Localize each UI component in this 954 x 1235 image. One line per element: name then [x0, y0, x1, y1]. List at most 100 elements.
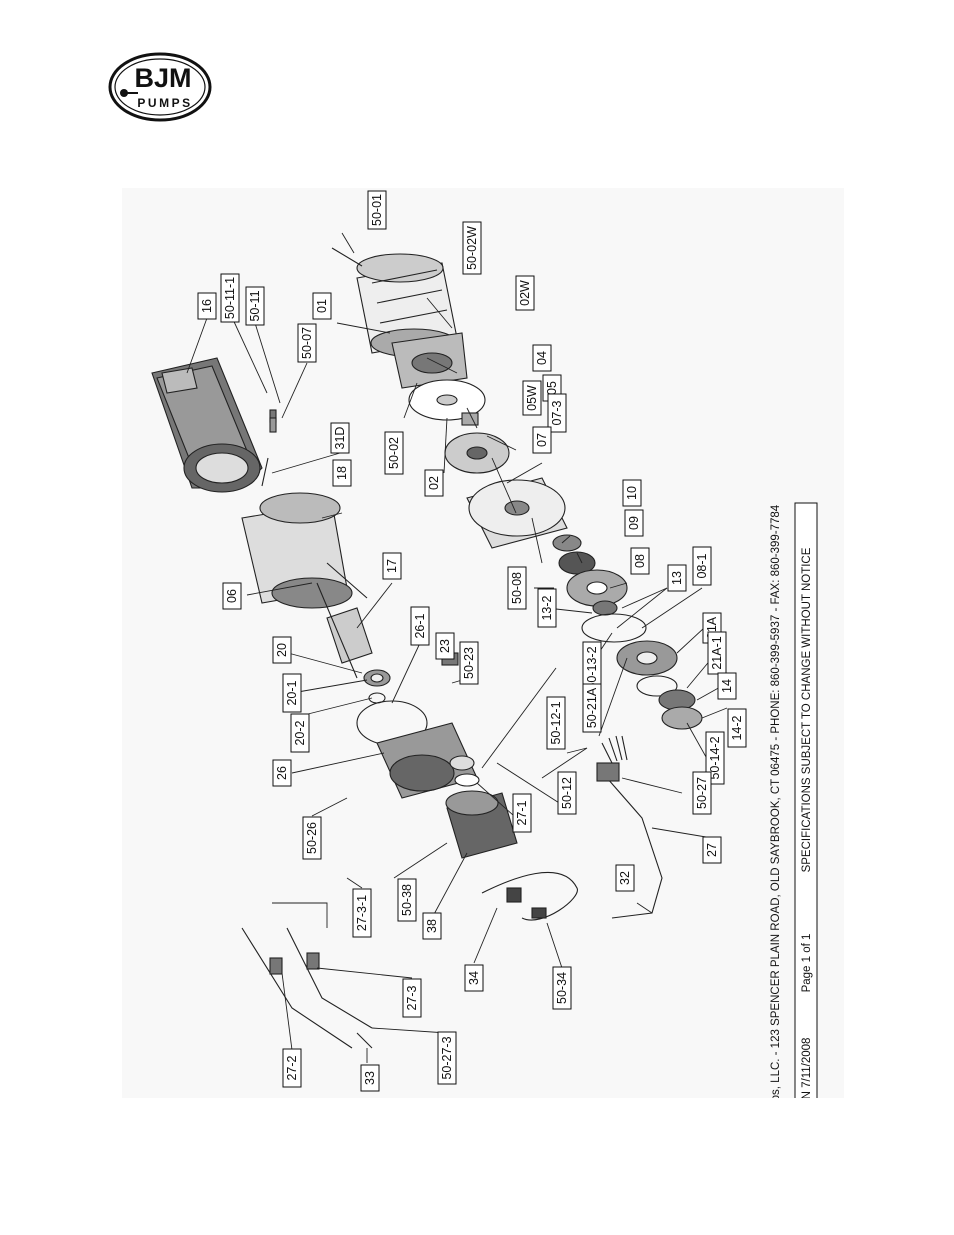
callout-04: 04 [532, 344, 552, 372]
footer-page: Page 1 of 1 [801, 934, 813, 993]
svg-text:31D: 31D [333, 427, 347, 450]
svg-text:21A-1: 21A-1 [710, 636, 724, 669]
svg-text:14-2: 14-2 [730, 715, 744, 740]
svg-text:04: 04 [535, 351, 549, 365]
svg-text:50-01: 50-01 [370, 194, 384, 226]
callout-27-3-1: 27-3-1 [352, 888, 372, 938]
logo-dot-icon [120, 89, 128, 97]
footer-block: BJM Pumps, LLC. - 123 SPENCER PLAIN ROAD… [770, 502, 818, 1098]
callout-50-12-1: 50-12-1 [546, 696, 566, 750]
logo-text-bjm: BJM [134, 63, 191, 93]
svg-text:17: 17 [385, 559, 399, 573]
svg-text:18: 18 [335, 466, 349, 480]
impeller-part [444, 412, 510, 474]
footer-address: BJM Pumps, LLC. - 123 SPENCER PLAIN ROAD… [770, 504, 782, 1098]
svg-text:06: 06 [225, 589, 239, 603]
svg-text:50-27: 50-27 [695, 777, 709, 809]
long-bolt-part [331, 247, 363, 267]
callout-50-08: 50-08 [507, 566, 527, 610]
callout-33: 33 [360, 1064, 380, 1092]
callout-09: 09 [624, 509, 644, 537]
svg-text:50-26: 50-26 [305, 822, 319, 854]
svg-text:16: 16 [200, 299, 214, 313]
callout-50-27: 50-27 [692, 771, 712, 815]
svg-text:23: 23 [438, 639, 452, 653]
callout-14-2: 14-2 [727, 708, 747, 748]
svg-text:50-38: 50-38 [400, 884, 414, 916]
svg-text:01: 01 [315, 299, 329, 313]
footer-notice: SPECIFICATIONS SUBJECT TO CHANGE WITHOUT… [801, 547, 813, 872]
svg-text:27-3-1: 27-3-1 [355, 895, 369, 931]
svg-text:50-27-3: 50-27-3 [440, 1036, 454, 1079]
volute-part [466, 477, 568, 549]
rotor-shaft-part [316, 562, 373, 679]
callout-50-21a: 50-21A [582, 683, 602, 733]
svg-text:50-21A: 50-21A [585, 687, 599, 728]
svg-text:50-34: 50-34 [555, 972, 569, 1004]
callout-07: 07 [532, 426, 552, 454]
svg-text:20-1: 20-1 [285, 680, 299, 705]
power-cable-part [596, 735, 663, 919]
callout-50-12: 50-12 [557, 771, 577, 815]
callout-27: 27 [702, 836, 722, 864]
callout-34: 34 [464, 964, 484, 992]
pump-casing-part [391, 332, 468, 389]
callout-13-2: 13-2 [537, 588, 557, 628]
callout-27-3: 27-3 [402, 978, 422, 1018]
svg-text:50-13-2: 50-13-2 [585, 646, 599, 689]
motor-housing-part [151, 357, 263, 493]
callout-20-1: 20-1 [282, 673, 302, 713]
callout-21a-1: 21A-1 [707, 631, 727, 675]
callout-50-11-1: 50-11-1 [220, 273, 240, 323]
svg-text:50-14-2: 50-14-2 [708, 736, 722, 779]
bracket-lines [272, 747, 588, 928]
svg-text:32: 32 [618, 871, 632, 885]
svg-text:13-2: 13-2 [540, 595, 554, 620]
callout-27-2: 27-2 [282, 1048, 302, 1088]
callout-50-26: 50-26 [302, 816, 322, 860]
svg-text:20-2: 20-2 [293, 720, 307, 745]
callout-50-14-2: 50-14-2 [705, 731, 725, 785]
callout-50-11: 50-11 [245, 286, 265, 326]
svg-text:14: 14 [720, 679, 734, 693]
callout-02w: 02W [515, 275, 535, 311]
svg-text:50-02: 50-02 [387, 437, 401, 469]
callout-31d: 31D [330, 422, 350, 454]
callout-08-1: 08-1 [692, 546, 712, 586]
callout-26: 26 [272, 759, 292, 787]
callout-50-02w: 50-02W [462, 221, 482, 275]
svg-text:10: 10 [625, 486, 639, 500]
screw-31d-part [261, 457, 269, 487]
callout-05w: 05W [522, 380, 542, 416]
svg-text:50-02W: 50-02W [465, 226, 479, 270]
svg-text:33: 33 [363, 1071, 377, 1085]
svg-text:27-3: 27-3 [405, 985, 419, 1010]
callout-50-27-3: 50-27-3 [437, 1031, 457, 1085]
diagram-frame: 16 50-11-1 50-11 50-07 01 50-01 50-02W 0… [122, 188, 844, 1098]
svg-text:09: 09 [627, 516, 641, 530]
callout-18: 18 [332, 459, 352, 487]
callout-50-07: 50-07 [297, 323, 317, 363]
callout-50-38: 50-38 [397, 878, 417, 922]
svg-text:08-1: 08-1 [695, 553, 709, 578]
svg-text:50-12-1: 50-12-1 [549, 701, 563, 744]
svg-text:38: 38 [425, 919, 439, 933]
callout-50-23: 50-23 [459, 641, 479, 685]
callout-06: 06 [222, 582, 242, 610]
float-switch-part [481, 871, 578, 921]
svg-text:50-11-1: 50-11-1 [223, 277, 237, 319]
svg-text:50-12: 50-12 [560, 777, 574, 809]
svg-text:07: 07 [535, 433, 549, 447]
svg-text:34: 34 [467, 971, 481, 985]
seal-plate-part [566, 569, 628, 616]
svg-text:27-1: 27-1 [515, 800, 529, 825]
callout-14: 14 [717, 672, 737, 700]
svg-text:27: 27 [705, 843, 719, 857]
callout-02: 02 [424, 469, 444, 497]
svg-text:02W: 02W [518, 280, 532, 306]
oring-27-1-part [454, 773, 480, 787]
callout-23: 23 [435, 632, 455, 660]
bolt-50-11-part [269, 409, 277, 433]
svg-text:26: 26 [275, 766, 289, 780]
stator-part [241, 492, 353, 609]
